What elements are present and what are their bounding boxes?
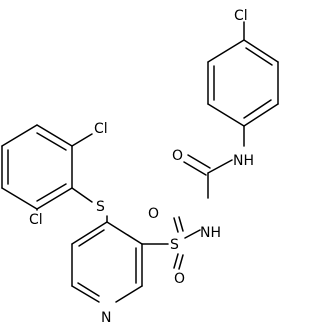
bond — [184, 229, 201, 239]
bond — [36, 187, 73, 210]
oxygen-label: O — [172, 148, 183, 164]
structure-canvas: Cl NH O NH O S O S N Cl Cl — [1, 8, 279, 326]
bond — [115, 285, 143, 303]
bond — [36, 132, 67, 151]
sulfur-label: S — [170, 237, 179, 253]
bond — [187, 154, 211, 169]
nh-label: NH — [200, 225, 221, 241]
bond — [207, 103, 245, 127]
bond — [173, 253, 179, 269]
bond — [207, 159, 233, 174]
bond — [36, 183, 67, 202]
nh-label: NH — [233, 153, 254, 169]
bond — [207, 39, 245, 63]
bond — [178, 254, 184, 270]
sulfur-label: S — [96, 199, 105, 215]
chlorine-label: Cl — [94, 121, 108, 137]
bond — [243, 103, 279, 127]
oxygen-label: O — [148, 206, 159, 222]
bond — [183, 161, 207, 176]
bond — [173, 217, 179, 233]
bond — [245, 47, 273, 66]
bond — [71, 133, 93, 147]
bond — [71, 221, 108, 245]
atom-labels: Cl NH O NH O S O S N Cl Cl — [29, 8, 254, 326]
oxygen-label: O — [174, 271, 185, 287]
bond — [178, 216, 184, 232]
bond — [1, 187, 38, 210]
bond — [243, 99, 272, 119]
nitrogen-label: N — [101, 310, 111, 326]
bond — [71, 187, 93, 203]
chlorine-label: Cl — [234, 8, 248, 24]
bond — [71, 285, 100, 303]
bond — [106, 221, 143, 245]
bond — [243, 39, 279, 63]
bond — [77, 282, 100, 297]
chemical-structure-diagram: Cl NH O NH O S O S N Cl Cl — [1, 8, 279, 326]
bond — [36, 124, 73, 147]
bond — [1, 124, 38, 147]
bonds — [1, 21, 279, 303]
chlorine-label: Cl — [29, 212, 43, 228]
bond — [78, 229, 105, 247]
